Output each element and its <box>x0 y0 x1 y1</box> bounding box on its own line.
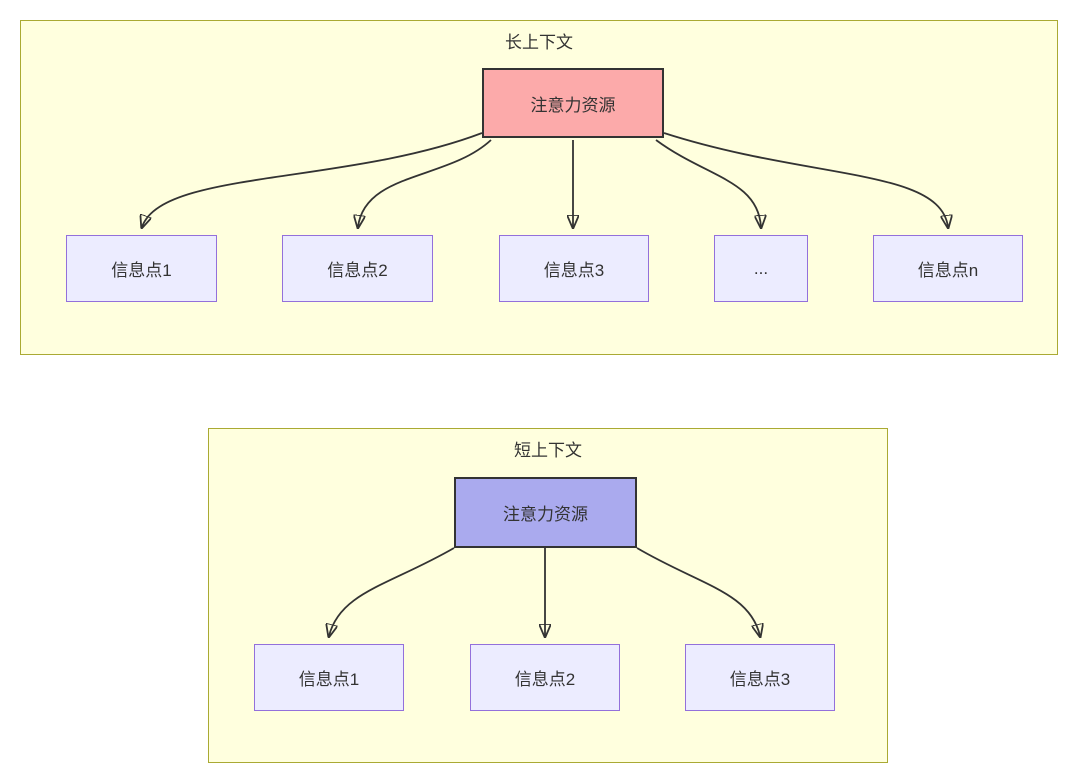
info-point-node-long-1: 信息点1 <box>66 235 217 302</box>
info-point-label: 信息点3 <box>729 670 791 689</box>
info-point-node-long-3: 信息点3 <box>499 235 649 302</box>
attention-resource-node-short: 注意力资源 <box>454 477 637 548</box>
attention-resource-label-short: 注意力资源 <box>503 505 588 524</box>
info-point-label: 信息点2 <box>514 670 576 689</box>
info-point-node-short-1: 信息点1 <box>254 644 404 711</box>
cluster-long-context-title: 长上下文 <box>505 33 573 52</box>
info-point-node-short-3: 信息点3 <box>685 644 835 711</box>
info-point-node-long-ellipsis: ... <box>714 235 808 302</box>
info-point-label: 信息点n <box>917 261 979 280</box>
attention-resource-label-long: 注意力资源 <box>530 95 616 115</box>
info-point-label: 信息点1 <box>298 670 360 689</box>
info-point-label: 信息点3 <box>543 261 605 280</box>
info-point-node-short-2: 信息点2 <box>470 644 620 711</box>
cluster-short-context-title: 短上下文 <box>514 441 582 460</box>
info-point-label: 信息点2 <box>327 261 388 280</box>
info-point-label: 信息点1 <box>111 261 172 280</box>
attention-resource-node-long: 注意力资源 <box>482 68 664 138</box>
info-point-node-long-2: 信息点2 <box>282 235 433 302</box>
info-point-label: ... <box>753 258 769 278</box>
info-point-node-long-n: 信息点n <box>873 235 1023 302</box>
